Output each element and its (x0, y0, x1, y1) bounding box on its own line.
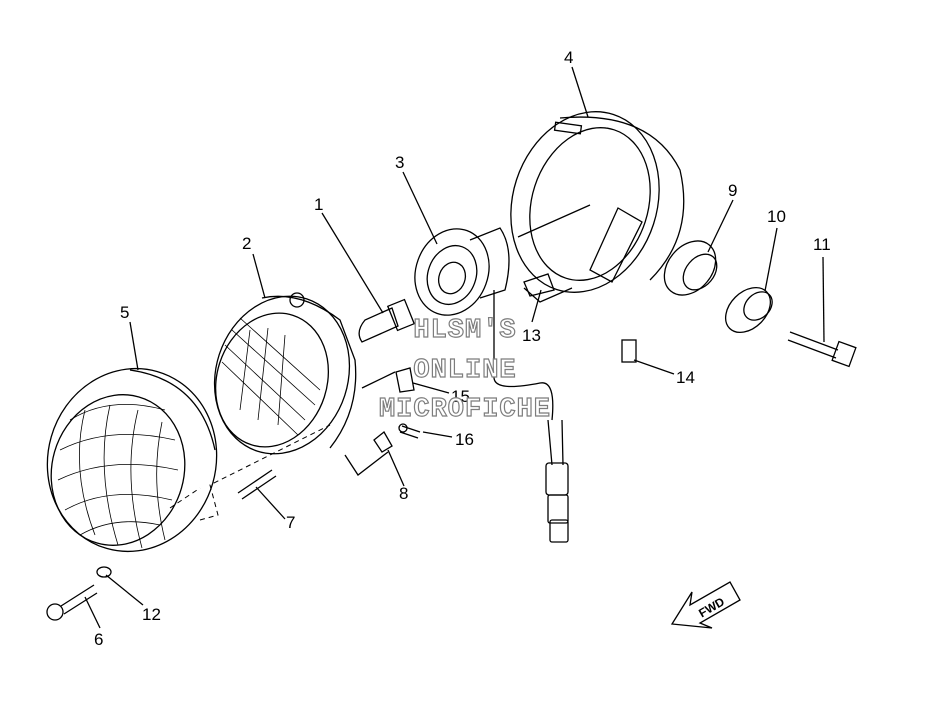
rubber-cap (724, 286, 773, 334)
housing-screw (621, 339, 637, 363)
callout-7: 7 (286, 513, 295, 532)
leader-lines (84, 66, 825, 629)
bracket-screw (398, 423, 421, 439)
bulb-socket (414, 227, 554, 421)
callout-labels: 1 2 3 4 5 6 7 8 9 10 11 12 13 14 15 16 (94, 48, 831, 649)
callout-2: 2 (242, 234, 251, 253)
headlight-guard (46, 367, 218, 553)
callout-10: 10 (767, 207, 786, 226)
bulb (358, 298, 416, 343)
callout-11: 11 (813, 235, 831, 254)
bracket-clip (395, 367, 415, 393)
callout-15: 15 (451, 387, 470, 406)
callout-6: 6 (94, 630, 103, 649)
callout-16: 16 (455, 430, 474, 449)
callout-9: 9 (728, 181, 737, 200)
callout-12: 12 (142, 605, 161, 624)
headlight-housing (510, 111, 685, 293)
callout-3: 3 (395, 153, 404, 172)
callout-5: 5 (120, 303, 129, 322)
nut-plate (373, 431, 393, 453)
spring (237, 469, 277, 500)
callout-1: 1 (314, 195, 323, 214)
screw (46, 584, 98, 621)
mounting-bolt (787, 331, 857, 368)
watermark: HLSM'S ONLINE MICROFICHE (378, 315, 551, 425)
forward-arrow: FWD (670, 581, 741, 629)
watermark-line-1: HLSM'S (413, 316, 516, 346)
callout-8: 8 (399, 484, 408, 503)
callout-14: 14 (676, 368, 695, 387)
washer (96, 566, 112, 578)
headlight-unit (213, 292, 357, 455)
grommet (663, 240, 718, 296)
watermark-line-2: ONLINE (413, 356, 516, 386)
callout-13: 13 (522, 326, 541, 345)
assembly-lines (169, 287, 573, 521)
callout-4: 4 (564, 48, 573, 67)
watermark-line-3: MICROFICHE (379, 395, 551, 425)
wire-harness (545, 419, 569, 543)
